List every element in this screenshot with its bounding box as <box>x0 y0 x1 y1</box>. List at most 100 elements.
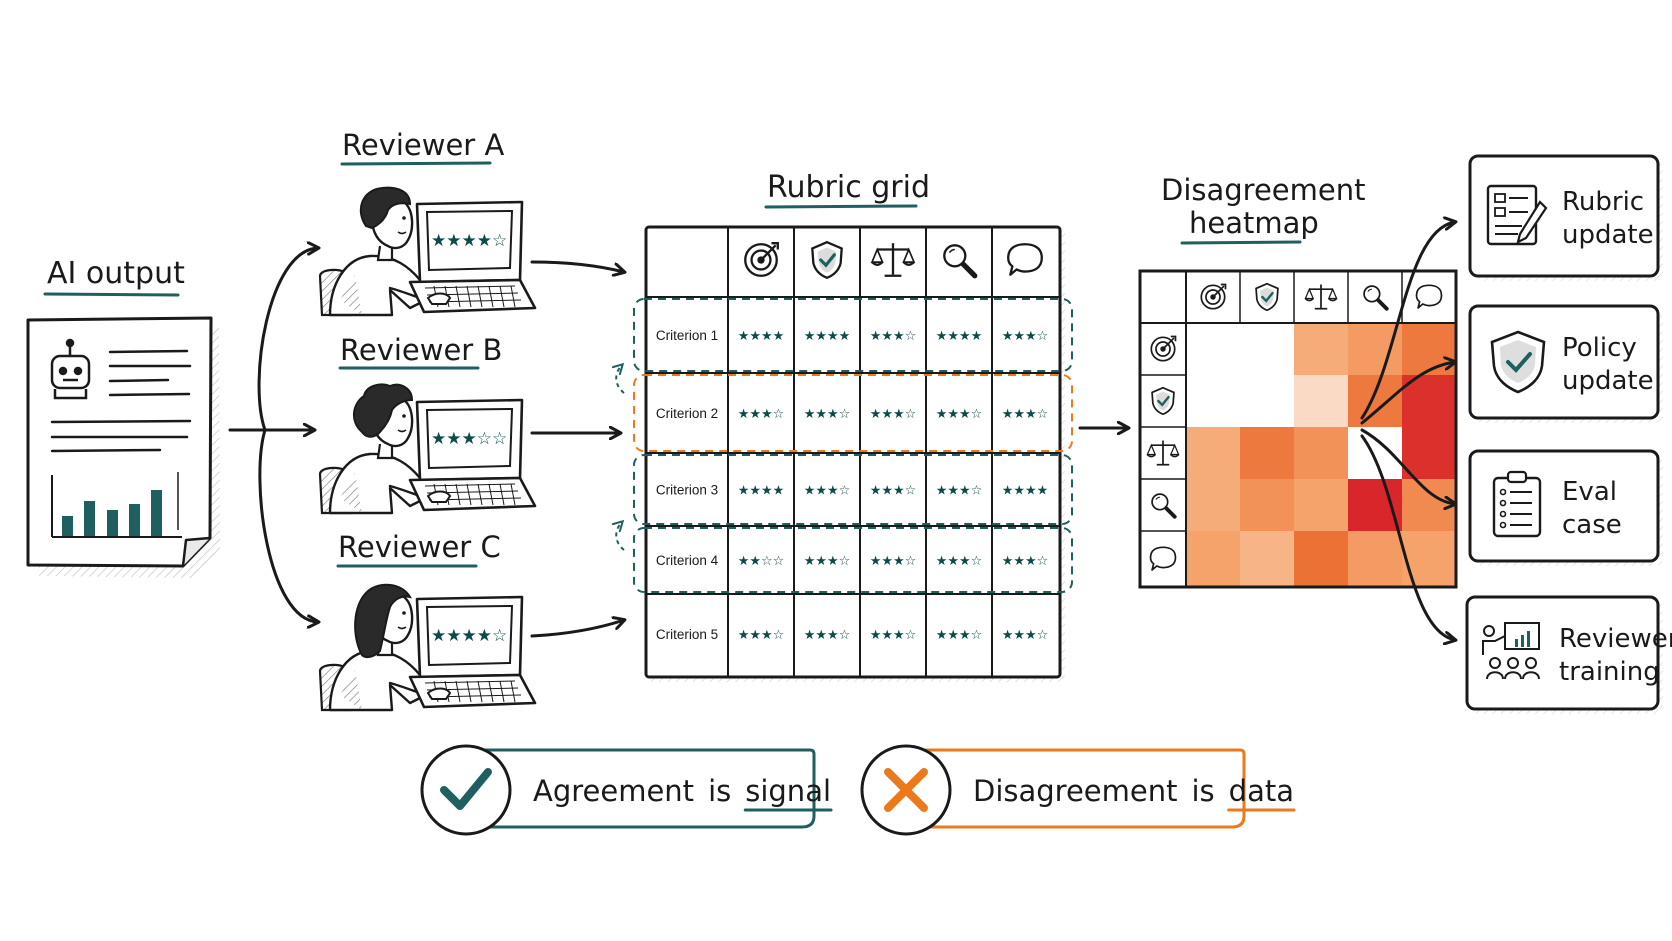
keyboard-col <box>499 483 505 506</box>
rating-stars: ★★★★ <box>738 329 785 344</box>
balance-scale-icon <box>870 243 916 277</box>
heatmap-outcome-arrows <box>1360 222 1455 640</box>
hair <box>354 583 413 659</box>
rating-stars: ★★★☆ <box>1002 407 1049 422</box>
rating-stars: ★★★★ <box>1002 484 1049 499</box>
shadow <box>340 473 362 513</box>
heat-cell <box>1402 427 1456 479</box>
heat-cell <box>1348 323 1402 375</box>
outcome-subtitle: training <box>1559 657 1660 687</box>
rubric-grid-label: Rubric grid <box>767 170 930 205</box>
heat-cell <box>1348 479 1402 531</box>
reviewer-a-figure: ★★★★☆ <box>318 186 537 317</box>
keyboard-col <box>488 285 494 308</box>
legend-pill <box>466 748 816 829</box>
rating-stars: ★★★☆ <box>804 628 851 643</box>
keyboard-col <box>510 483 516 506</box>
policy-shield-icon <box>1490 330 1546 394</box>
heat-cell <box>1294 479 1348 531</box>
rating-stars: ★★★☆ <box>804 554 851 569</box>
rating-stars: ★★★☆ <box>936 628 983 643</box>
rating-stars: ★★☆☆ <box>738 554 785 569</box>
ai-output-group: AI output <box>26 256 220 578</box>
heatmap-frame <box>1138 269 1458 589</box>
reviewer-grid-arrows <box>530 260 624 638</box>
heat-cell <box>1186 427 1240 479</box>
rating-stars: ★★★☆ <box>738 628 785 643</box>
speech-bubble-icon <box>1007 243 1043 276</box>
heat-cell <box>1348 375 1402 427</box>
outcome-title: Reviewer <box>1559 624 1672 654</box>
row-highlight <box>633 454 1073 525</box>
eye <box>402 414 406 418</box>
bar-chart-icon <box>51 472 182 538</box>
rating-stars: ★★★★ <box>738 484 785 499</box>
legend-word: Disagreement <box>973 774 1178 808</box>
mouth <box>397 429 407 433</box>
keyboard-col <box>455 680 461 703</box>
laptop-display <box>425 209 514 272</box>
outcome-title: Policy <box>1562 333 1637 363</box>
heat-cell <box>1240 375 1294 427</box>
heat-cell <box>1294 375 1348 427</box>
heat-cell <box>1294 323 1348 375</box>
speech-bubble-icon <box>1149 546 1177 571</box>
screen-rating-stars: ★★★★☆ <box>431 626 507 646</box>
outcome-subtitle: case <box>1562 510 1622 540</box>
robot-icon <box>50 338 91 400</box>
rating-stars: ★★★☆ <box>804 484 851 499</box>
reviewer-c-label: Reviewer C <box>338 530 501 564</box>
heatmap-label-1: Disagreement <box>1161 173 1366 207</box>
target-icon <box>1150 335 1177 362</box>
legend-circle <box>420 744 512 836</box>
magnifier-icon <box>1363 285 1389 311</box>
laptop-display <box>425 407 514 470</box>
legend-word: is <box>1192 774 1215 808</box>
keyboard-col <box>488 483 494 506</box>
hair <box>359 186 412 230</box>
reviewers-group: ★★★★☆ ★★★☆☆ ★★★★☆ <box>318 186 537 712</box>
text-lines <box>50 349 192 453</box>
keyboard-col <box>466 483 472 506</box>
target-icon <box>744 242 779 277</box>
laptop-base <box>408 278 537 314</box>
outcome-subtitle: update <box>1562 220 1654 250</box>
legend-word: Agreement <box>533 774 694 808</box>
heat-cell <box>1186 323 1240 375</box>
reviewer-a-label: Reviewer A <box>342 128 504 162</box>
keyboard-col <box>466 285 472 308</box>
balance-scale-icon <box>1304 284 1338 310</box>
mouth <box>397 231 407 235</box>
check-icon <box>440 768 492 810</box>
reviewer-b-figure: ★★★☆☆ <box>318 383 537 515</box>
legend-pill <box>906 748 1246 829</box>
criterion-label: Criterion 5 <box>656 627 718 642</box>
heat-cell <box>1186 479 1240 531</box>
keyboard-col <box>455 483 461 506</box>
shadow <box>340 275 362 315</box>
outcome-subtitle: update <box>1562 366 1654 396</box>
keyboard-col <box>466 680 472 703</box>
heat-cell <box>1348 427 1402 479</box>
heat-cell <box>1240 427 1294 479</box>
rating-stars: ★★★☆ <box>870 484 917 499</box>
clipboard-icon <box>1492 470 1542 538</box>
training-icon <box>1482 622 1540 680</box>
dashed-curve-arrow <box>616 522 625 551</box>
branch-arrows <box>228 248 318 622</box>
rating-stars: ★★★☆ <box>870 628 917 643</box>
shield-check-icon <box>811 240 843 280</box>
rating-stars: ★★★☆ <box>804 407 851 422</box>
keyboard-col <box>477 285 483 308</box>
criterion-label: Criterion 2 <box>656 406 718 421</box>
heat-cell <box>1186 375 1240 427</box>
rating-stars: ★★★☆ <box>936 484 983 499</box>
legend-word: is <box>708 774 731 808</box>
keyboard-col <box>455 285 461 308</box>
laptop-base <box>408 476 537 512</box>
shield-check-icon <box>1255 282 1279 312</box>
